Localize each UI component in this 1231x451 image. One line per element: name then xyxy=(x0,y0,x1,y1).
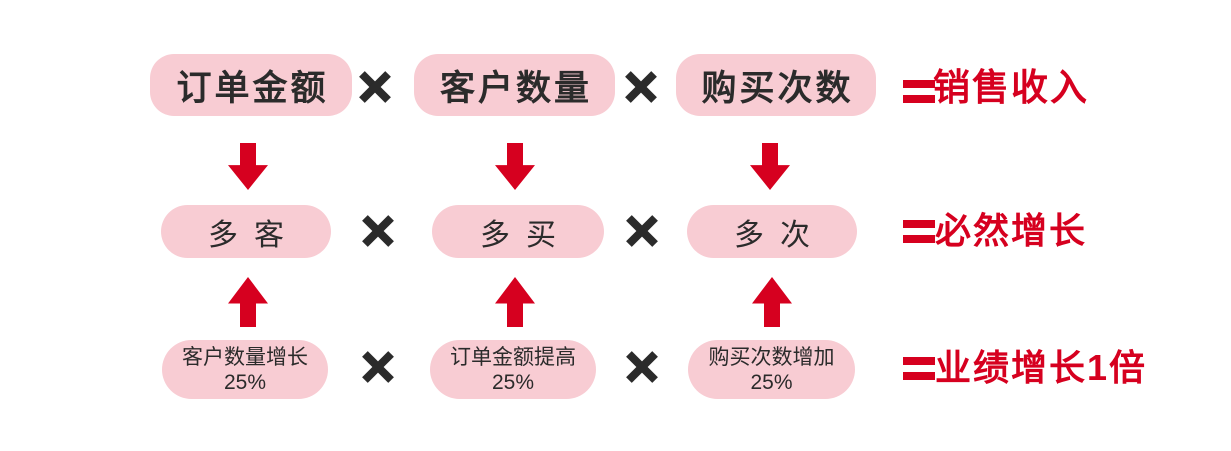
multiply-icon xyxy=(365,218,391,244)
factor-pill-purchase-times-up-25: 购买次数增加 25% xyxy=(688,340,855,399)
factor-pill-more-times: 多次 xyxy=(687,205,857,258)
factor-pill-more-customers: 多客 xyxy=(161,205,331,258)
factor-pill-buy-more: 多买 xyxy=(432,205,604,258)
factor-label: 订单金额 xyxy=(176,68,329,108)
factor-label: 多买 xyxy=(480,218,572,252)
factor-line2: 25% xyxy=(223,370,267,394)
factor-label: 多客 xyxy=(208,218,300,252)
up-arrow-icon xyxy=(228,277,268,327)
factor-pill-order-amount: 订单金额 xyxy=(150,54,352,116)
factor-label: 多次 xyxy=(734,218,826,252)
factor-line1: 订单金额提高 xyxy=(450,345,576,369)
factor-line2: 25% xyxy=(750,370,793,394)
factor-pill-purchase-times: 购买次数 xyxy=(676,54,876,116)
factor-pill-order-amount-up-25: 订单金额提高 25% xyxy=(430,340,596,399)
factor-pill-customer-count: 客户数量 xyxy=(414,54,615,116)
factor-pill-customer-growth-25: 客户数量增长 25% xyxy=(162,340,328,399)
equals-icon xyxy=(903,80,935,103)
multiply-icon xyxy=(362,74,388,100)
factor-label: 购买次数增加 25% xyxy=(709,345,835,395)
down-arrow-icon xyxy=(750,143,790,190)
multiply-icon xyxy=(628,74,654,100)
multiply-icon xyxy=(629,354,655,380)
factor-label: 客户数量 xyxy=(439,68,592,108)
factor-line2: 25% xyxy=(491,370,535,394)
equals-icon xyxy=(903,357,935,380)
factor-line1: 客户数量增长 xyxy=(182,345,308,369)
result-label-sales-revenue: 销售收入 xyxy=(933,67,1089,108)
equals-icon xyxy=(903,220,935,243)
result-label-performance-doubles: 业绩增长1倍 xyxy=(935,347,1148,388)
multiply-icon xyxy=(365,354,391,380)
down-arrow-icon xyxy=(495,143,535,190)
up-arrow-icon xyxy=(752,277,792,327)
factor-line1: 购买次数增加 xyxy=(708,345,835,369)
factor-label: 购买次数 xyxy=(701,68,854,108)
down-arrow-icon xyxy=(228,143,268,190)
result-label-inevitable-growth: 必然增长 xyxy=(935,210,1088,251)
factor-label: 客户数量增长 25% xyxy=(182,345,308,395)
multiply-icon xyxy=(629,218,655,244)
up-arrow-icon xyxy=(495,277,535,327)
factor-label: 订单金额提高 25% xyxy=(450,345,576,395)
